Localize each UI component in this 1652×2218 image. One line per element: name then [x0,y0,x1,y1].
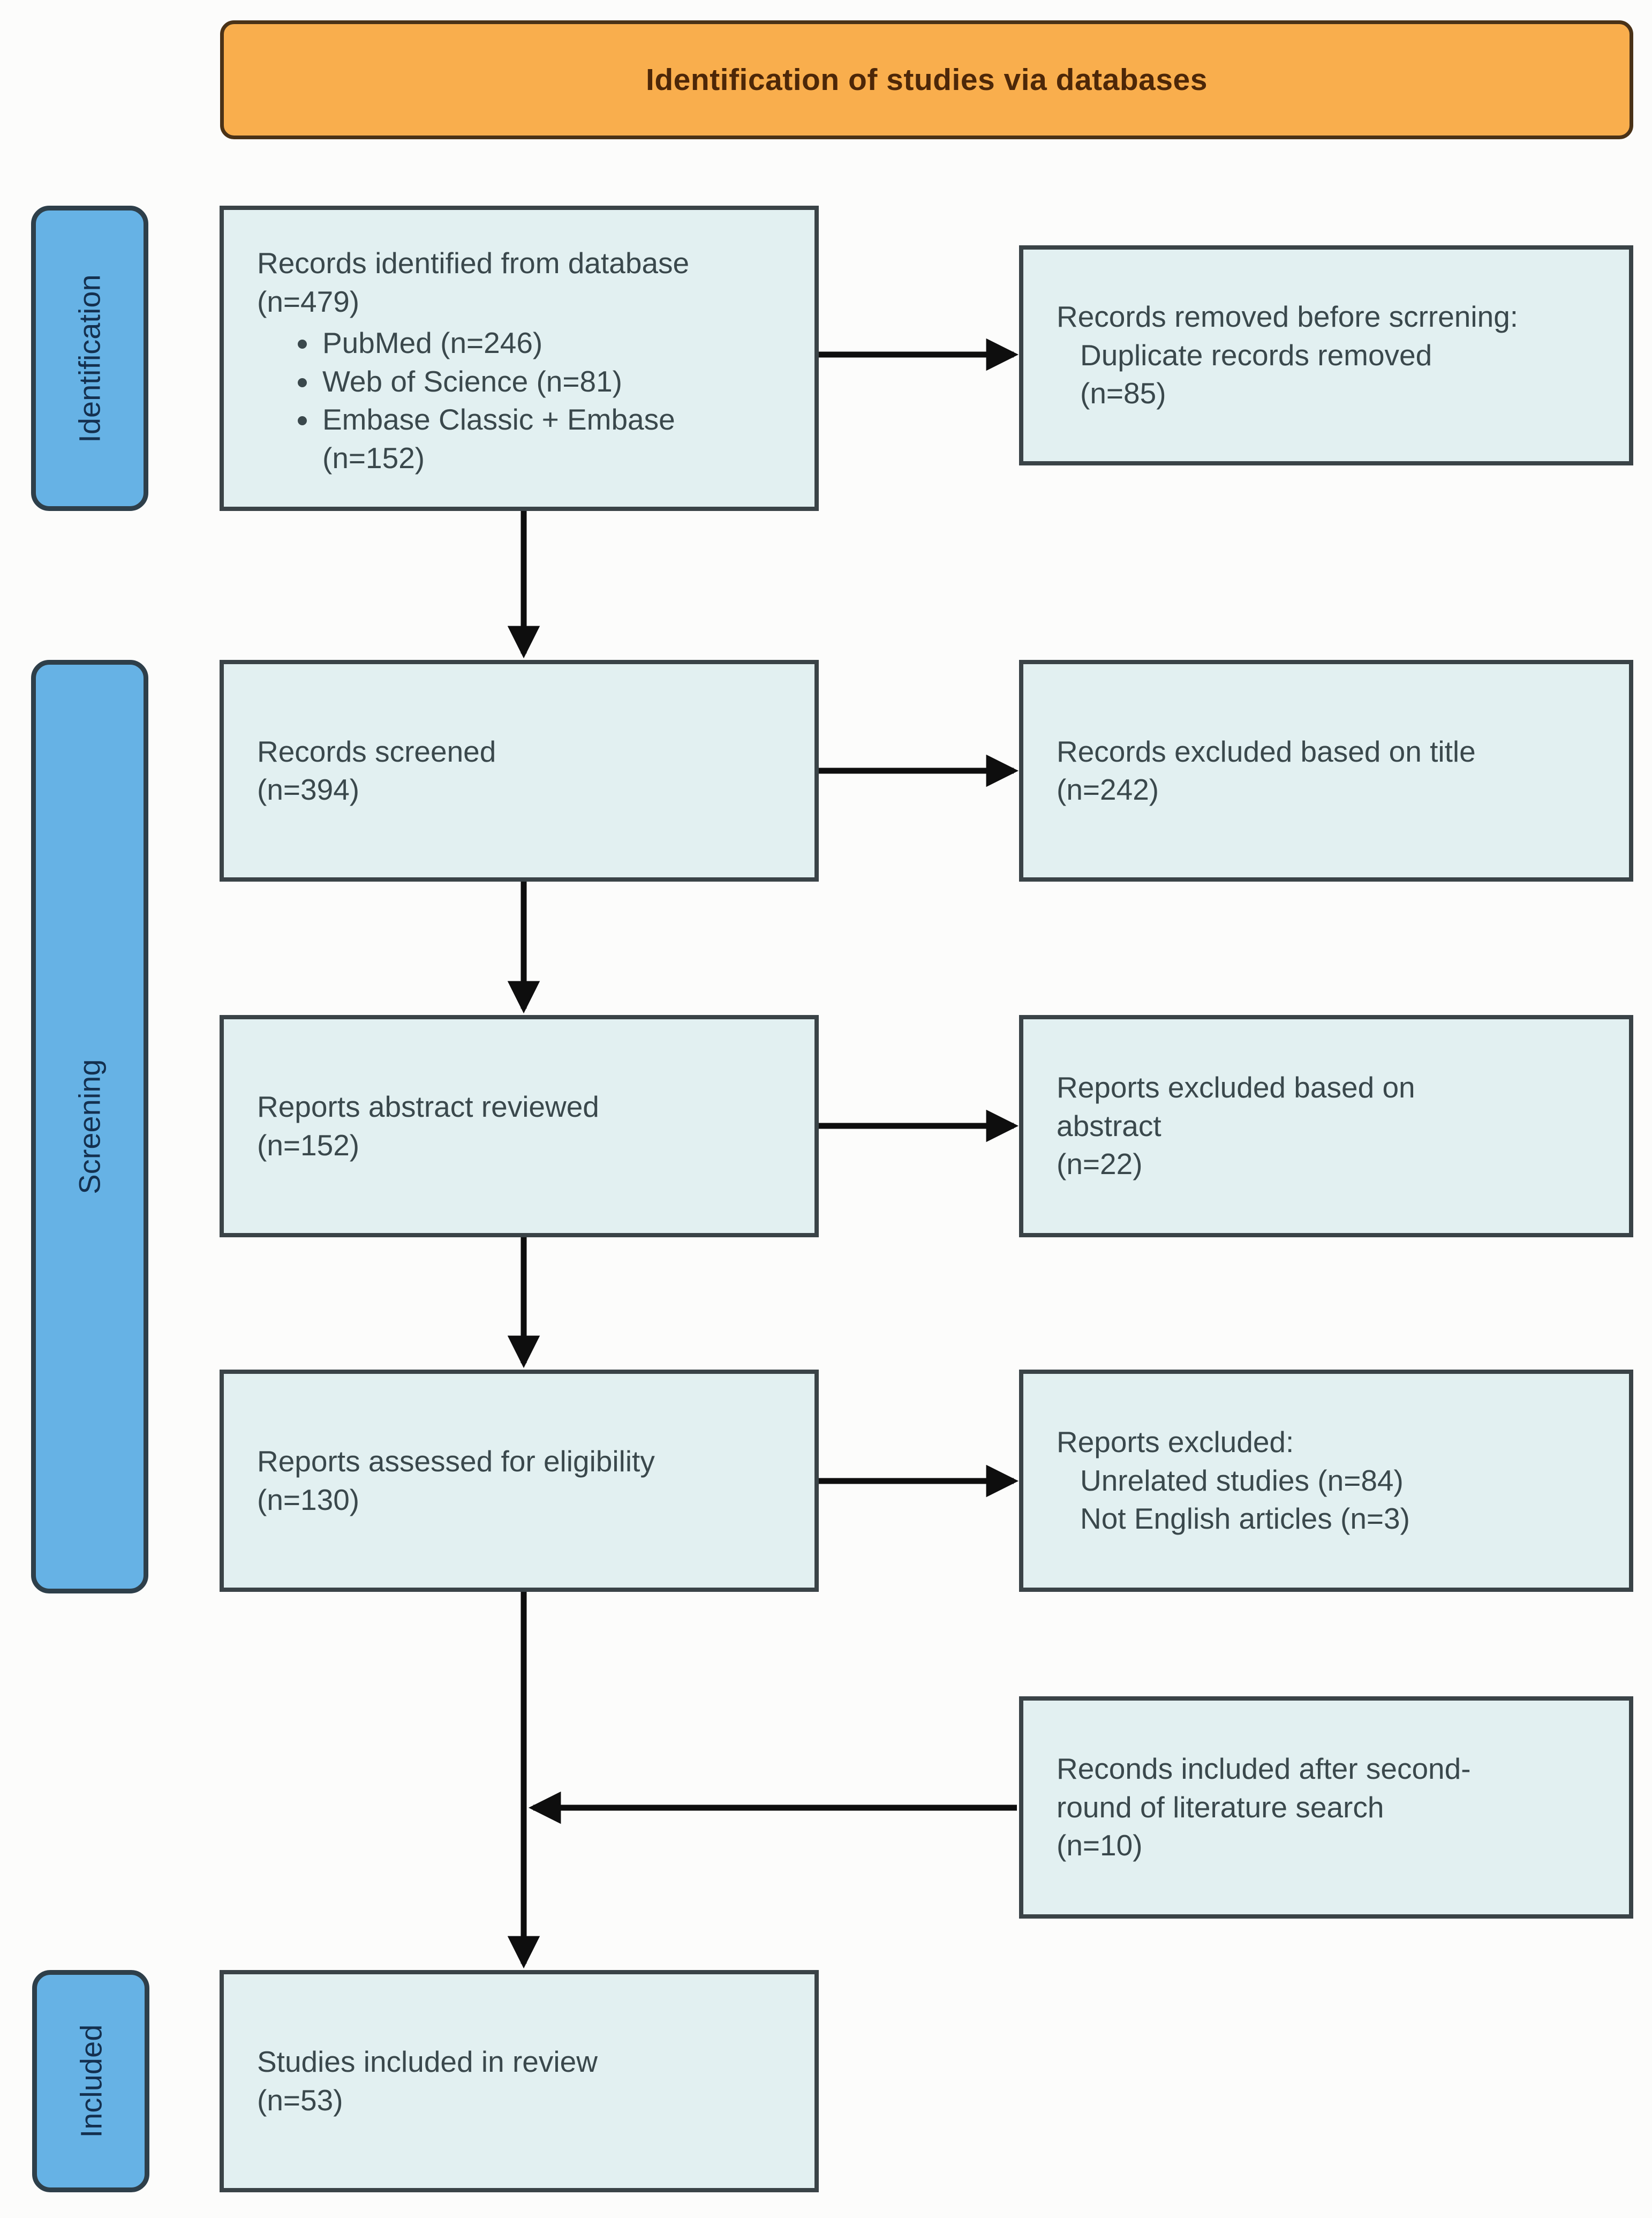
stage-included-label: Included [74,2024,108,2138]
box-reports-excluded: Reports excluded: Unrelated studies (n=8… [1019,1370,1633,1592]
reports-abstract-count: (n=152) [257,1128,360,1162]
studies-included-count: (n=53) [257,2083,343,2117]
box-reports-assessed: Reports assessed for eligibility (n=130) [220,1370,819,1592]
diagram-title-banner: Identification of studies via databases [220,20,1633,139]
records-screened-count: (n=394) [257,773,360,806]
second-round-line2: round of literature search [1057,1790,1384,1824]
second-round-line1: Reconds included after second- [1057,1752,1471,1786]
reports-assessed-count: (n=130) [257,1483,360,1516]
box-records-screened: Records screened (n=394) [220,660,819,882]
box-studies-included: Studies included in review (n=53) [220,1970,819,2192]
diagram-title: Identification of studies via databases [646,63,1208,97]
reports-excluded-line3: Not English articles (n=3) [1080,1502,1410,1536]
reports-excluded-abstract-count: (n=22) [1057,1147,1143,1181]
box-reports-abstract-reviewed: Reports abstract reviewed (n=152) [220,1015,819,1237]
records-excluded-title-line1: Records excluded based on title [1057,734,1476,768]
stage-identification-label: Identification [73,274,107,443]
second-round-count: (n=10) [1057,1829,1143,1862]
box-reports-excluded-abstract: Reports excluded based on abstract (n=22… [1019,1015,1633,1237]
records-removed-line1: Records removed before scrrening: [1057,300,1519,334]
box-second-round-included: Reconds included after second- round of … [1019,1696,1633,1919]
stage-screening: Screening [31,660,148,1593]
box-records-excluded-title: Records excluded based on title (n=242) [1019,660,1633,882]
bullet-embase-line1: Embase Classic + Embase [322,403,675,436]
reports-excluded-abstract-line1: Reports excluded based on [1057,1071,1415,1104]
studies-included-line1: Studies included in review [257,2045,598,2078]
box-records-removed: Records removed before scrrening: Duplic… [1019,245,1633,465]
records-screened-line1: Records screened [257,734,496,768]
bullet-embase: Embase Classic + Embase (n=152) [319,401,793,477]
box-records-identified: Records identified from database (n=479)… [220,206,819,511]
records-identified-line1: Records identified from database [257,246,690,280]
bullet-web-of-science: Web of Science (n=81) [319,363,793,401]
reports-excluded-abstract-line2: abstract [1057,1109,1161,1142]
reports-excluded-line1: Reports excluded: [1057,1425,1294,1459]
records-excluded-title-count: (n=242) [1057,773,1159,806]
stage-screening-label: Screening [73,1059,107,1194]
reports-assessed-line1: Reports assessed for eligibility [257,1445,655,1478]
bullet-pubmed: PubMed (n=246) [319,324,793,363]
reports-abstract-line1: Reports abstract reviewed [257,1090,599,1123]
database-bullet-list: PubMed (n=246) Web of Science (n=81) Emb… [257,324,793,477]
reports-excluded-line2: Unrelated studies (n=84) [1080,1463,1404,1497]
records-identified-count: (n=479) [257,284,360,318]
stage-identification: Identification [31,206,148,511]
stage-included: Included [32,1970,149,2192]
records-removed-line2: Duplicate records removed [1080,338,1432,372]
bullet-embase-count: (n=152) [322,441,425,475]
records-removed-count: (n=85) [1080,377,1166,410]
